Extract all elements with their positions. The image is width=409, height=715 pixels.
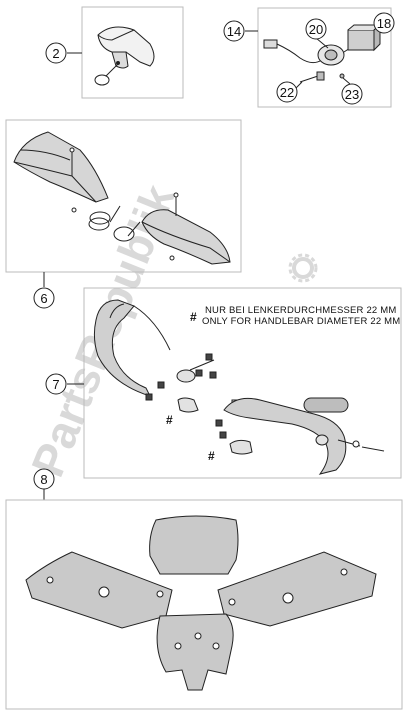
- sticker-right: [217, 551, 377, 627]
- callout-7-label: 7: [52, 377, 59, 392]
- note-line-de: NUR BEI LENKERDURCHMESSER 22 MM: [205, 305, 396, 316]
- part-box-6: [5, 119, 242, 273]
- part-box-14: [257, 7, 392, 108]
- sticker-rear: [156, 613, 234, 691]
- part-box-7: [83, 287, 402, 479]
- callout-6: 6: [33, 272, 55, 309]
- part-6-right-handguard: [141, 192, 231, 265]
- callout-23-label: 23: [345, 87, 359, 102]
- callout-8: 8: [33, 468, 55, 500]
- note-line-en: ONLY FOR HANDLEBAR DIAMETER 22 MM: [202, 316, 400, 327]
- sticker-front: [149, 515, 239, 575]
- callout-20: 20: [305, 18, 329, 49]
- callout-2: 2: [45, 42, 82, 64]
- callout-7: 7: [45, 373, 84, 395]
- part-box-8: [5, 499, 403, 710]
- watermark-gear-icon: [288, 253, 318, 283]
- hash-mark-1: #: [166, 413, 173, 427]
- callout-6-label: 6: [40, 291, 47, 306]
- callout-22: 22: [276, 81, 303, 103]
- part-14-illustration: [263, 23, 382, 83]
- callout-2-label: 2: [52, 46, 59, 61]
- callout-14: 14: [223, 20, 258, 42]
- callout-23: 23: [341, 77, 363, 105]
- part-6-left-handguard: [13, 131, 141, 242]
- part-7-right-guard: [215, 397, 385, 475]
- callout-20-label: 20: [309, 22, 323, 37]
- callout-8-label: 8: [40, 472, 47, 487]
- hash-mark-2: #: [208, 449, 215, 463]
- callout-18: 18: [373, 12, 395, 34]
- callout-18-label: 18: [377, 16, 391, 31]
- callout-22-label: 22: [280, 85, 294, 100]
- sticker-left: [25, 551, 173, 629]
- callout-14-label: 14: [227, 24, 241, 39]
- note-marker: #: [190, 310, 197, 324]
- note-22mm: # NUR BEI LENKERDURCHMESSER 22 MM ONLY F…: [190, 305, 400, 327]
- part-2-illustration: [94, 26, 155, 86]
